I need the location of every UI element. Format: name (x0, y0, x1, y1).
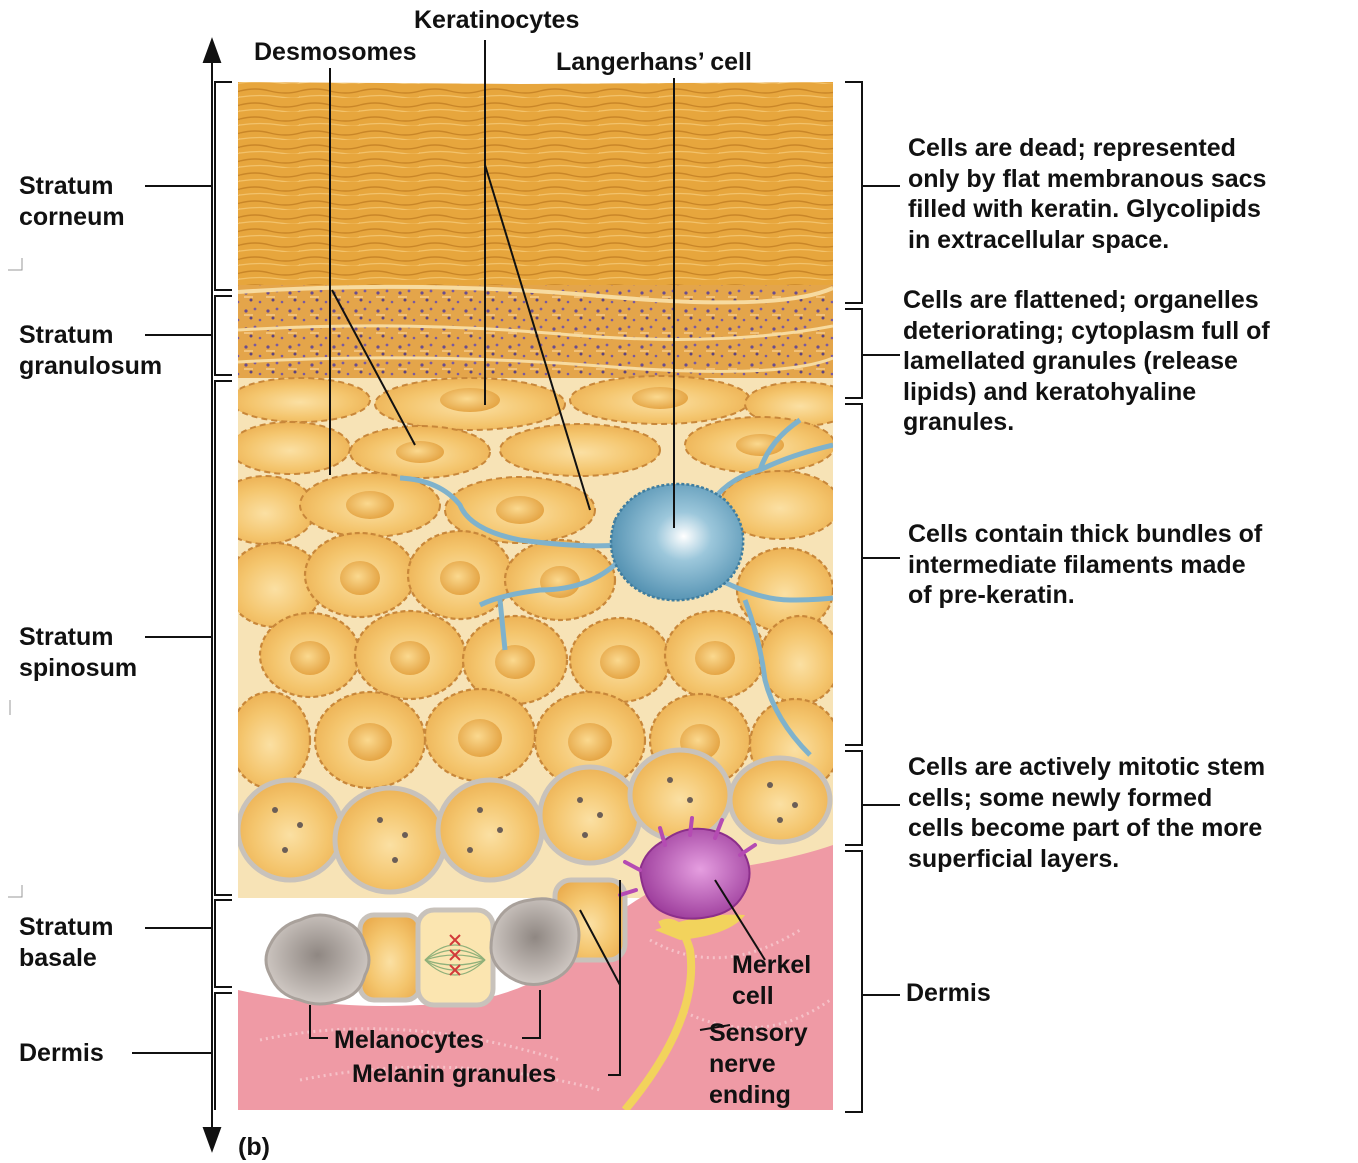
stratum-corneum-region (238, 80, 833, 305)
label-stratum-spinosum: Stratum spinosum (19, 622, 137, 684)
label-dermis-left: Dermis (19, 1038, 104, 1069)
label-merkel-cell: Merkel cell (732, 950, 811, 1012)
label-desmosomes: Desmosomes (254, 37, 417, 68)
desc-basale: Cells are actively mitotic stem cells; s… (908, 752, 1265, 874)
label-stratum-corneum: Stratum corneum (19, 171, 125, 233)
label-sensory-nerve-ending: Sensory nerve ending (709, 1018, 808, 1111)
desc-spinosum: Cells contain thick bundles of intermedi… (908, 519, 1262, 611)
label-stratum-basale: Stratum basale (19, 912, 113, 974)
layer-brackets-left (132, 40, 232, 1150)
desc-granulosum: Cells are flattened; organelles deterior… (903, 285, 1270, 438)
label-melanin-granules: Melanin granules (352, 1059, 556, 1090)
desc-dermis: Dermis (906, 978, 991, 1009)
layer-brackets-right (845, 82, 900, 1112)
label-keratinocytes: Keratinocytes (414, 5, 579, 36)
label-melanocytes: Melanocytes (334, 1025, 484, 1056)
label-langerhans-cell: Langerhans’ cell (556, 47, 752, 78)
label-stratum-granulosum: Stratum granulosum (19, 320, 162, 382)
desc-corneum: Cells are dead; represented only by flat… (908, 133, 1266, 255)
panel-label: (b) (238, 1132, 270, 1163)
